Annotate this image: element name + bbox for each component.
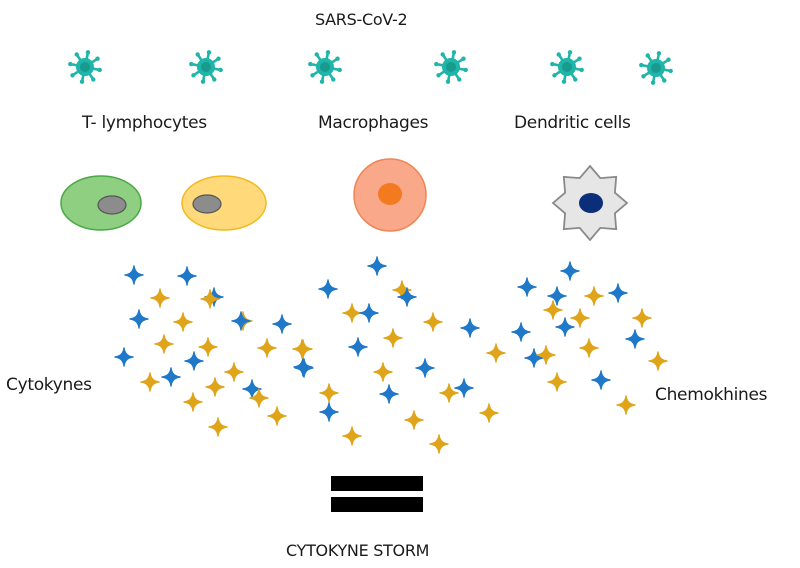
cytokine-gold-icon xyxy=(150,288,170,308)
cytokine-gold-icon xyxy=(439,383,459,403)
cytokine-blue-icon xyxy=(114,347,134,367)
cytokine-gold-icon xyxy=(200,289,220,309)
cytokine-gold-icon xyxy=(543,300,563,320)
cytokine-gold-icon xyxy=(173,312,193,332)
cytokine-blue-icon xyxy=(294,358,314,378)
cytokine-blue-icon xyxy=(319,402,339,422)
cytokine-gold-icon xyxy=(429,434,449,454)
cytokine-blue-icon xyxy=(272,314,292,334)
cytokine-gold-icon xyxy=(293,339,313,359)
nucleus-icon xyxy=(97,195,127,215)
cytokine-gold-icon xyxy=(342,426,362,446)
nucleus-icon xyxy=(378,183,402,205)
cytokine-blue-icon xyxy=(560,261,580,281)
t-lymphocyte-yellow-cell xyxy=(181,175,267,231)
t-lymphocyte-green-cell xyxy=(60,175,142,231)
macrophages-label: Macrophages xyxy=(318,113,429,133)
cytokine-gold-icon xyxy=(536,345,556,365)
cytokine-blue-icon xyxy=(231,311,251,331)
cytokine-blue-icon xyxy=(625,329,645,349)
equals-bar-top xyxy=(331,476,423,491)
cytokine-blue-icon xyxy=(524,348,544,368)
cytokine-blue-icon xyxy=(161,367,181,387)
cytokine-gold-icon xyxy=(249,388,269,408)
cytokine-gold-icon xyxy=(383,328,403,348)
cytokine-blue-icon xyxy=(177,266,197,286)
chemokhines-label: Chemokhines xyxy=(655,385,768,405)
cytokyne-storm-label: CYTOKYNE STORM xyxy=(286,541,430,560)
cytokine-blue-icon xyxy=(379,384,399,404)
virus-icon xyxy=(189,50,223,84)
cytokine-blue-icon xyxy=(359,303,379,323)
cytokine-blue-icon xyxy=(591,370,611,390)
cytokine-gold-icon xyxy=(183,392,203,412)
cytokine-gold-icon xyxy=(479,403,499,423)
cytokine-gold-icon xyxy=(267,406,287,426)
virus-icon xyxy=(434,50,468,84)
cytokine-gold-icon xyxy=(547,372,567,392)
cytokine-gold-icon xyxy=(205,377,225,397)
cytokine-gold-icon xyxy=(579,338,599,358)
cytokine-gold-icon xyxy=(423,312,443,332)
cytokine-gold-icon xyxy=(208,417,228,437)
nucleus-icon xyxy=(192,194,222,214)
cytokine-blue-icon xyxy=(415,358,435,378)
cytokine-gold-icon xyxy=(224,362,244,382)
nucleus-icon xyxy=(579,193,603,213)
cytokynes-label: Cytokynes xyxy=(6,375,92,395)
equals-bar-bottom xyxy=(331,497,423,512)
cytokine-gold-icon xyxy=(198,337,218,357)
cytokine-blue-icon xyxy=(124,265,144,285)
cytokine-gold-icon xyxy=(648,351,668,371)
virus-title: SARS-CoV-2 xyxy=(315,10,408,29)
cytokine-blue-icon xyxy=(608,283,628,303)
virus-icon xyxy=(68,50,102,84)
cytokine-gold-icon xyxy=(373,362,393,382)
cytokine-gold-icon xyxy=(404,410,424,430)
cytokine-blue-icon xyxy=(517,277,537,297)
cytokine-blue-icon xyxy=(348,337,368,357)
cytokine-gold-icon xyxy=(632,308,652,328)
dendritic-cells-label: Dendritic cells xyxy=(514,113,631,133)
cytokine-markers xyxy=(114,256,668,454)
cytokine-gold-icon xyxy=(140,372,160,392)
virus-row xyxy=(68,50,673,85)
cytokine-blue-icon xyxy=(511,322,531,342)
cytokine-blue-icon xyxy=(555,317,575,337)
cytokine-gold-icon xyxy=(154,334,174,354)
cytokine-blue-icon xyxy=(318,279,338,299)
cytokine-gold-icon xyxy=(486,343,506,363)
cytokine-gold-icon xyxy=(570,308,590,328)
cytokine-blue-icon xyxy=(397,287,417,307)
immune-cells xyxy=(60,158,629,242)
cytokine-gold-icon xyxy=(257,338,277,358)
virus-icon xyxy=(550,50,584,84)
virus-icon xyxy=(308,50,342,84)
virus-icon xyxy=(639,51,673,85)
cytokine-blue-icon xyxy=(184,351,204,371)
cytokine-gold-icon xyxy=(342,303,362,323)
dendritic-cell xyxy=(551,164,629,242)
cytokine-blue-icon xyxy=(454,378,474,398)
cytokine-blue-icon xyxy=(129,309,149,329)
cytokine-gold-icon xyxy=(616,395,636,415)
cytokine-blue-icon xyxy=(547,286,567,306)
cytokine-blue-icon xyxy=(367,256,387,276)
cytokine-blue-icon xyxy=(460,318,480,338)
macrophage-cell xyxy=(353,158,427,232)
cytokine-gold-icon xyxy=(319,383,339,403)
cytokine-gold-icon xyxy=(584,286,604,306)
t-lymphocytes-label: T- lymphocytes xyxy=(82,113,207,133)
equals-icon xyxy=(331,476,423,512)
